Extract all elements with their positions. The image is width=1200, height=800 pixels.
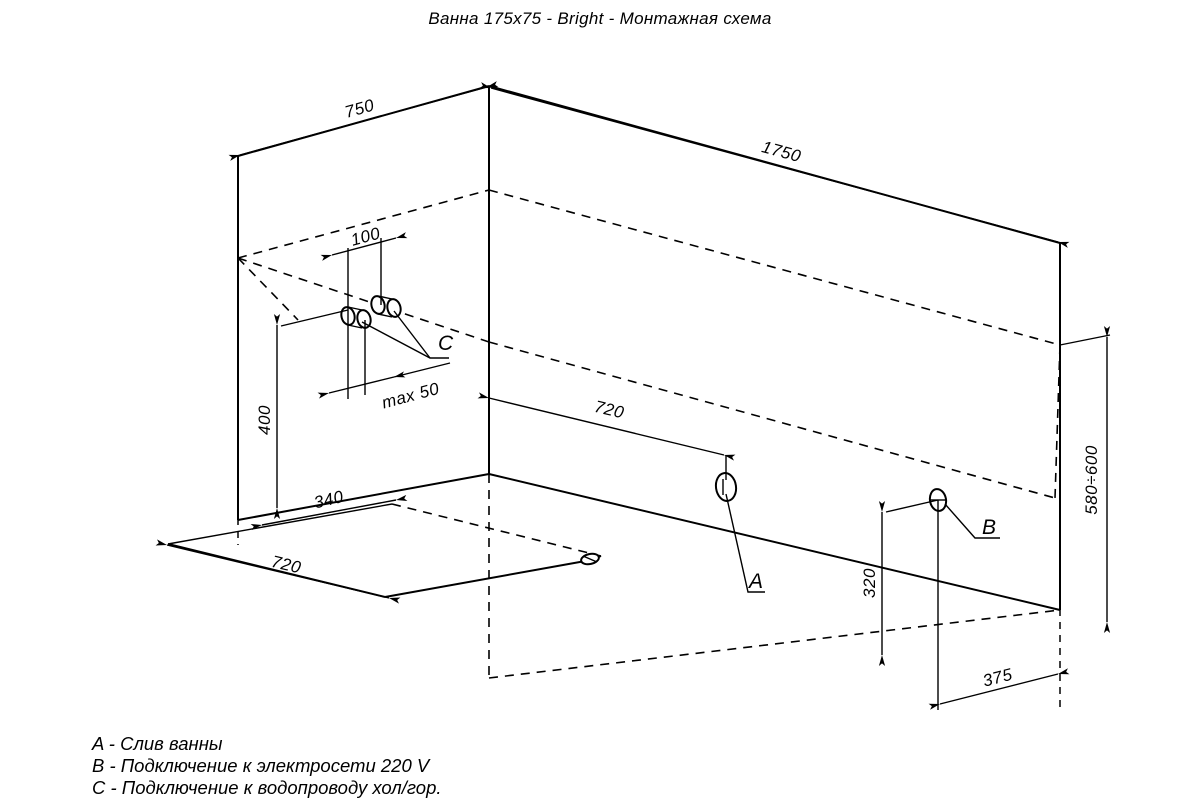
drain-outlet-a — [580, 552, 600, 566]
drain-front-marker — [714, 472, 738, 502]
dimension-label-340: 340 — [312, 487, 346, 512]
dimension-drain-340: 340 — [250, 487, 408, 531]
dimension-depth-750: 750 — [228, 81, 499, 161]
floor-plate — [167, 503, 602, 598]
dimension-socket-320: 320 — [860, 499, 939, 666]
legend-item-b: B - Подключение к электросети 220 V — [92, 755, 431, 776]
legend-item-c: C - Подключение к водопроводу хол/гор. — [92, 777, 442, 798]
callout-label-b: B — [982, 516, 996, 539]
dimension-max-50: max 50 — [317, 316, 451, 413]
dimension-label-580-600: 580÷600 — [1082, 445, 1101, 515]
callout-leader-a — [725, 493, 765, 593]
callout-label-a: A — [747, 570, 763, 593]
water-pipe-pair-front — [340, 306, 372, 329]
dimension-drain-720: 720 — [477, 392, 736, 480]
dimension-label-floor-720: 720 — [270, 552, 304, 577]
dimension-label-320: 320 — [860, 568, 879, 598]
extension-lines — [237, 258, 239, 545]
dimension-label-400: 400 — [255, 405, 274, 435]
dimension-offset-100: 100 — [320, 224, 408, 316]
page-title: Ванна 175x75 - Bright - Монтажная схема — [428, 9, 771, 28]
dimension-height-580-600: 580÷600 — [1059, 326, 1111, 633]
callout-label-c: C — [438, 332, 454, 355]
dimension-socket-offset-375: 375 — [928, 245, 1070, 712]
dimension-length-1750: 1750 — [479, 82, 1070, 248]
bath-hidden-bottom — [488, 474, 1061, 679]
dimension-label-max50: max 50 — [380, 379, 442, 413]
dimension-label-100: 100 — [349, 224, 383, 250]
legend-item-a: A - Слив ванны — [91, 733, 223, 754]
legend: A - Слив ванны B - Подключение к электро… — [91, 733, 442, 798]
dimension-label-drain-720: 720 — [593, 397, 627, 423]
dimension-height-400: 400 — [255, 309, 349, 519]
callout-leader-c — [361, 310, 449, 359]
callout-leader-b — [944, 503, 1000, 539]
dimension-floor-720: 720 — [155, 539, 401, 604]
bath-inner-bowl — [237, 257, 1061, 499]
bath-outer-shell — [237, 85, 1061, 611]
